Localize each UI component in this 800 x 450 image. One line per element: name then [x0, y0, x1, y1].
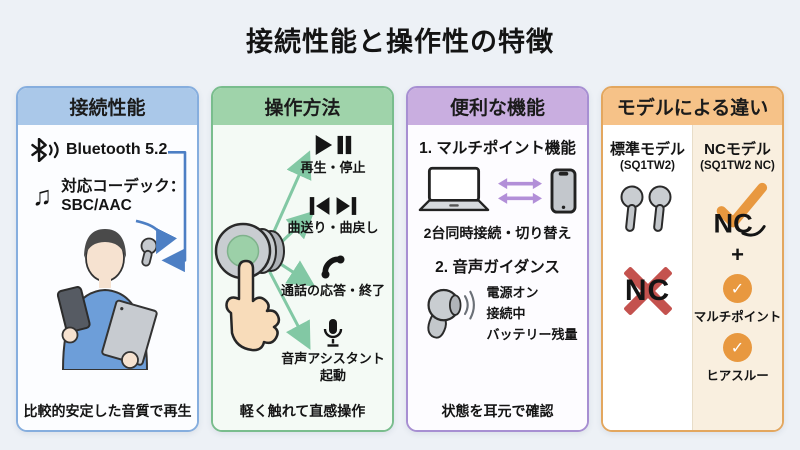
panel-operation: 操作方法 [211, 86, 394, 432]
bluetooth-icon [31, 138, 59, 162]
panel-operation-body: 再生・停止 曲送り・曲戻し [213, 125, 392, 430]
microphone-icon [323, 319, 343, 347]
panel-features-caption: 状態を耳元で確認 [441, 403, 554, 419]
standard-model-code: (SQ1TW2) [620, 160, 675, 172]
codec-row: ♫ 対応コーデック： SBC/AAC [32, 177, 185, 216]
panel-connection-body: Bluetooth 5.2 ♫ 対応コーデック： SBC/AAC [18, 125, 197, 430]
standard-model-column: 標準モデル (SQ1TW2) NC [603, 125, 692, 430]
panel-features-body: 1. マルチポイント機能 [408, 125, 587, 430]
operation-item-label: 曲送り・曲戻し [287, 219, 379, 235]
nc-model-column: NCモデル (SQ1TW2 NC) NC + ✓ マルチポイント ✓ ヒアスルー [692, 125, 782, 430]
page-title: 接続性能と操作性の特徴 [246, 27, 554, 57]
operation-item-skip: 曲送り・曲戻し [287, 195, 379, 237]
panel-features-header: 便利な機能 [408, 88, 587, 125]
voice-guidance-title: 2. 音声ガイダンス [435, 259, 560, 276]
nc-feature-hearthrough: ヒアスルー [706, 369, 769, 383]
check-circle-icon: ✓ [723, 333, 752, 362]
operation-item-label: 音声アシスタント 起動 [281, 351, 384, 385]
panel-connection-header: 接続性能 [18, 88, 197, 125]
nc-model-title: NCモデル [704, 141, 771, 158]
operation-item-label-line1: 音声アシスタント [281, 351, 385, 367]
operation-item-play: 再生・停止 [300, 133, 366, 177]
bluetooth-row: Bluetooth 5.2 [28, 138, 167, 162]
earbuds-pair-icon [620, 185, 671, 232]
operation-items: 再生・停止 曲送り・曲戻し [274, 133, 392, 385]
columns-container: 接続性能 Bluetooth 5.2 ♫ 対応コーデック： SBC/AAC [16, 86, 784, 432]
smartphone-icon [550, 168, 577, 214]
panel-models: モデルによる違い 標準モデル (SQ1TW2) NC [601, 86, 784, 432]
multipoint-illustration [418, 166, 577, 216]
operation-item-call: 通話の応答・終了 [281, 254, 385, 300]
plus-sign: + [731, 242, 744, 267]
codec-line1: 対応コーデック： [61, 178, 186, 195]
nc-model-code: (SQ1TW2 NC) [700, 160, 775, 172]
nc-label: NC [624, 274, 671, 307]
finger-touch-illustration [213, 199, 308, 374]
finger-touching-earbud-illustration [214, 222, 285, 352]
person-illustration [33, 218, 183, 375]
voice-guidance-lines: 電源オン 接続中 バッテリー残量 [486, 283, 577, 345]
panel-operation-caption: 軽く触れて直感操作 [239, 403, 366, 419]
operation-item-assistant: 音声アシスタント 起動 [281, 318, 385, 385]
bluetooth-label: Bluetooth 5.2 [66, 141, 168, 158]
operation-item-label-line2: 起動 [319, 368, 346, 384]
operation-item-label: 通話の応答・終了 [280, 283, 385, 299]
earbud-speaking-icon [427, 289, 476, 339]
music-note-icon: ♫ [32, 180, 53, 211]
play-pause-icon [315, 135, 352, 155]
nc-check-logo: NC [713, 182, 767, 238]
panel-models-body: 標準モデル (SQ1TW2) NC NCモデル [603, 125, 782, 430]
sync-arrows-icon [498, 178, 542, 204]
panel-operation-header: 操作方法 [213, 88, 392, 125]
voice-guidance-illustration: 電源オン 接続中 バッテリー残量 [417, 283, 578, 345]
voice-line-connecting: 接続中 [486, 305, 526, 321]
no-nc-indicator: NC [612, 262, 684, 320]
operation-item-label: 再生・停止 [300, 160, 366, 175]
person-with-devices-illustration [56, 228, 158, 371]
earbud-icon [140, 237, 157, 267]
nc-feature-multipoint: マルチポイント [693, 310, 782, 324]
skip-tracks-icon [309, 196, 357, 215]
voice-line-power: 電源オン [486, 285, 539, 300]
multipoint-caption: 2台同時接続・切り替え [423, 225, 572, 241]
codec-label: 対応コーデック： SBC/AAC [61, 177, 185, 216]
standard-model-title: 標準モデル [609, 141, 685, 158]
voice-line-battery: バッテリー残量 [486, 326, 578, 342]
panel-connection-caption: 比較的安定した音質で再生 [23, 403, 192, 419]
check-circle-icon: ✓ [723, 274, 752, 303]
laptop-icon [418, 166, 490, 212]
panel-models-header: モデルによる違い [603, 88, 782, 125]
phone-handset-icon [321, 255, 345, 279]
panel-features: 便利な機能 1. マルチポイント機能 [406, 86, 589, 432]
multipoint-title: 1. マルチポイント機能 [419, 140, 576, 157]
panel-connection: 接続性能 Bluetooth 5.2 ♫ 対応コーデック： SBC/AAC [16, 86, 199, 432]
codec-line2: SBC/AAC [61, 197, 132, 215]
